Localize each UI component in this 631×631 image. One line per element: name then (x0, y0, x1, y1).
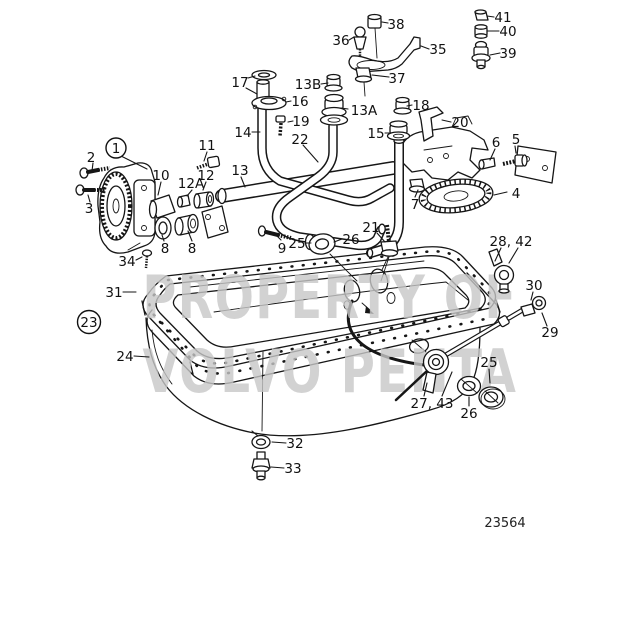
callout-23: 23 (80, 315, 97, 331)
callout-39: 39 (499, 46, 516, 62)
callout-28, 42: 28, 42 (490, 234, 533, 250)
bolt-21 (380, 224, 399, 257)
washer-26 (456, 375, 482, 397)
callout-8: 8 (188, 241, 197, 257)
flange-stack-16-17 (251, 69, 287, 111)
seal-ring-8a (154, 216, 172, 240)
callout-40: 40 (499, 24, 516, 40)
callout-19: 19 (292, 114, 309, 130)
callout-8: 8 (161, 241, 170, 257)
callout-31: 31 (105, 285, 122, 301)
pump-bolt-3 (75, 184, 106, 196)
arrow-icon (365, 306, 374, 314)
figure-number: 23564 (484, 516, 525, 531)
ball-stud-36 (354, 26, 366, 38)
oil-pan-assembly (141, 246, 501, 437)
callout-3: 3 (85, 201, 94, 217)
callout-37: 37 (388, 71, 405, 87)
callout-17: 17 (231, 75, 248, 91)
callout-36: 36 (332, 33, 349, 49)
callout-32: 32 (286, 436, 303, 452)
grommet-13a (319, 93, 349, 126)
pickup-tube-14 (257, 102, 395, 207)
callout-26: 26 (342, 232, 359, 248)
grommet-15 (386, 120, 411, 141)
callout-30: 30 (525, 278, 542, 294)
callout-38: 38 (387, 17, 404, 33)
drain-plug-assembly (251, 434, 271, 481)
callout-35: 35 (429, 42, 446, 58)
callout-25: 25 (288, 236, 305, 252)
clamp-28-42 (488, 248, 515, 294)
coupling-12 (193, 191, 215, 209)
callout-13A: 13A (351, 103, 378, 119)
callout-34: 34 (118, 254, 135, 270)
leader-lines (87, 15, 548, 469)
callout-15: 15 (367, 126, 384, 142)
callout-16: 16 (291, 94, 308, 110)
bracket-assembly-35 (348, 13, 421, 97)
callout-6: 6 (492, 135, 501, 151)
drive-sleeve-10 (148, 194, 176, 219)
screw-34 (141, 249, 153, 269)
dipstick-assembly (394, 295, 547, 410)
callout-21: 21 (362, 220, 379, 236)
bushing-8b (174, 213, 199, 236)
watermark-line1: PROPERTY OF (143, 263, 518, 333)
bolt-11 (196, 155, 221, 170)
callout-12A: 12A (178, 176, 205, 192)
callout-13: 13 (231, 163, 248, 179)
callout-33: 33 (284, 461, 301, 477)
grommet-13b (324, 73, 343, 92)
callout-circle-23 (76, 309, 102, 335)
callout-29: 29 (541, 325, 558, 341)
callout-5: 5 (512, 132, 521, 148)
dipstick-handle (531, 295, 547, 311)
flange-nut-7 (408, 178, 426, 193)
callout-11: 11 (198, 138, 215, 154)
sensor-39 (471, 40, 491, 70)
callout-41: 41 (494, 10, 511, 26)
callout-22: 22 (291, 132, 308, 148)
callout-circle-1 (105, 137, 127, 159)
seal-25 (478, 386, 506, 410)
oil-pump (97, 162, 156, 254)
callout-24: 24 (116, 349, 133, 365)
bolt-5 (502, 154, 528, 167)
callout-13B: 13B (295, 77, 321, 93)
oil-strainer (418, 178, 494, 214)
bushing-12a (176, 194, 191, 208)
callout-1: 1 (112, 141, 121, 157)
pipe-flange (201, 205, 229, 239)
grommet-27-43 (422, 348, 450, 394)
washer-32 (251, 434, 271, 450)
callout-12: 12 (197, 168, 214, 184)
callout-20: 20 (451, 115, 468, 131)
plug-33 (251, 451, 271, 481)
callout-18: 18 (412, 98, 429, 114)
callout-14: 14 (234, 125, 251, 141)
spacer-6 (478, 157, 496, 170)
strap-35 (348, 36, 421, 73)
sensor-stack-39-41 (471, 9, 491, 70)
callout-26: 26 (460, 406, 477, 422)
callout-25: 25 (480, 355, 497, 371)
callout-2: 2 (87, 150, 96, 166)
bolt-9 (257, 225, 292, 240)
cap-nut-18 (393, 96, 412, 115)
callout-10: 10 (152, 168, 169, 184)
callout-4: 4 (512, 186, 521, 202)
callout-27, 43: 27, 43 (411, 396, 454, 412)
callout-9: 9 (278, 241, 287, 257)
pickup-tube-22 (271, 121, 386, 251)
callout-7: 7 (411, 197, 420, 213)
bolt-19 (275, 115, 286, 137)
pump-bolt-2 (79, 166, 111, 179)
bracket-20 (418, 106, 444, 142)
